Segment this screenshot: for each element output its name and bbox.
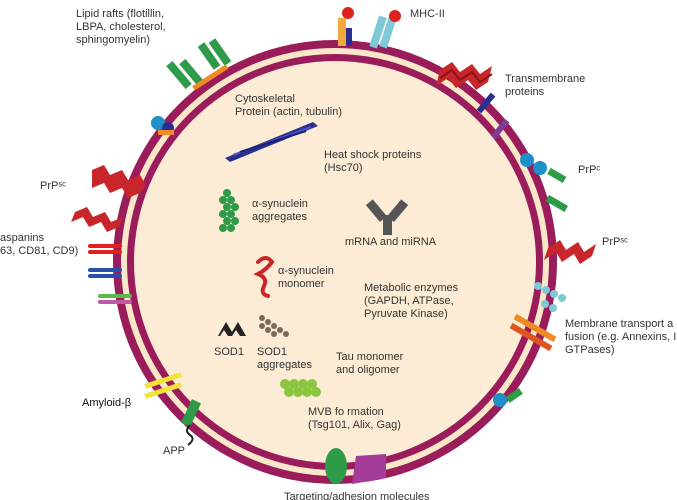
transmembrane-proteins xyxy=(436,62,510,140)
label-alpha-syn-aggregates: α-synuclein aggregates xyxy=(252,198,308,223)
label-heat-shock: Heat shock proteins (Hsc70) xyxy=(324,149,422,174)
mhc-ii-protein xyxy=(338,7,401,49)
label-lipid-rafts: Lipid rafts (flotillin, LBPA, cholestero… xyxy=(76,8,166,46)
y-antibody-icon xyxy=(365,199,409,235)
label-mhc-ii: MHC-II xyxy=(410,8,445,20)
sod1-icon xyxy=(218,322,246,336)
label-alpha-syn-monomer: α-synuclein monomer xyxy=(278,265,334,290)
label-mvb: MVB fo rmation (Tsg101, Alix, Gag) xyxy=(308,406,401,431)
bead-chain-icon xyxy=(280,379,321,397)
label-tetraspanins: aspanins 63, CD81, CD9) xyxy=(0,232,79,257)
lipid-raft-proteins xyxy=(166,38,232,91)
label-amyloid: Amyloid-β xyxy=(82,397,132,409)
label-sod1: SOD1 xyxy=(214,346,244,358)
label-cytoskeletal: Cytoskeletal Protein (actin, tubulin) xyxy=(235,93,342,118)
vesicle-lumen xyxy=(134,61,536,463)
sod1-aggregates-icon xyxy=(259,315,289,337)
label-prp-c: PrPᶜ xyxy=(578,164,601,176)
label-prp-sc-right: PrPˢᶜ xyxy=(602,236,628,248)
alpha-synuclein-aggregates xyxy=(219,189,239,232)
label-sod1-aggregates: SOD1 aggregates xyxy=(257,346,313,371)
label-metabolic: Metabolic enzymes (GAPDH, ATPase, Pyruva… xyxy=(364,282,459,320)
label-app: APP xyxy=(163,445,186,457)
label-tau: Tau monomer and oligomer xyxy=(336,351,404,376)
label-mrna: mRNA and miRNA xyxy=(345,236,437,248)
cytoskeletal-protein xyxy=(225,122,318,162)
label-prp-sc-left: PrPˢᶜ xyxy=(40,180,66,192)
helix-icon xyxy=(253,256,275,298)
label-transmembrane: Transmembrane proteins xyxy=(505,73,586,98)
right-membrane-proteins xyxy=(493,153,596,407)
label-targeting: Targeting/adhesion molecules xyxy=(284,491,430,500)
left-membrane-proteins xyxy=(71,116,202,446)
label-membrane-transport: Membrane transport a fusion (e.g. Annexi… xyxy=(565,318,677,356)
targeting-adhesion-proteins xyxy=(325,448,386,484)
